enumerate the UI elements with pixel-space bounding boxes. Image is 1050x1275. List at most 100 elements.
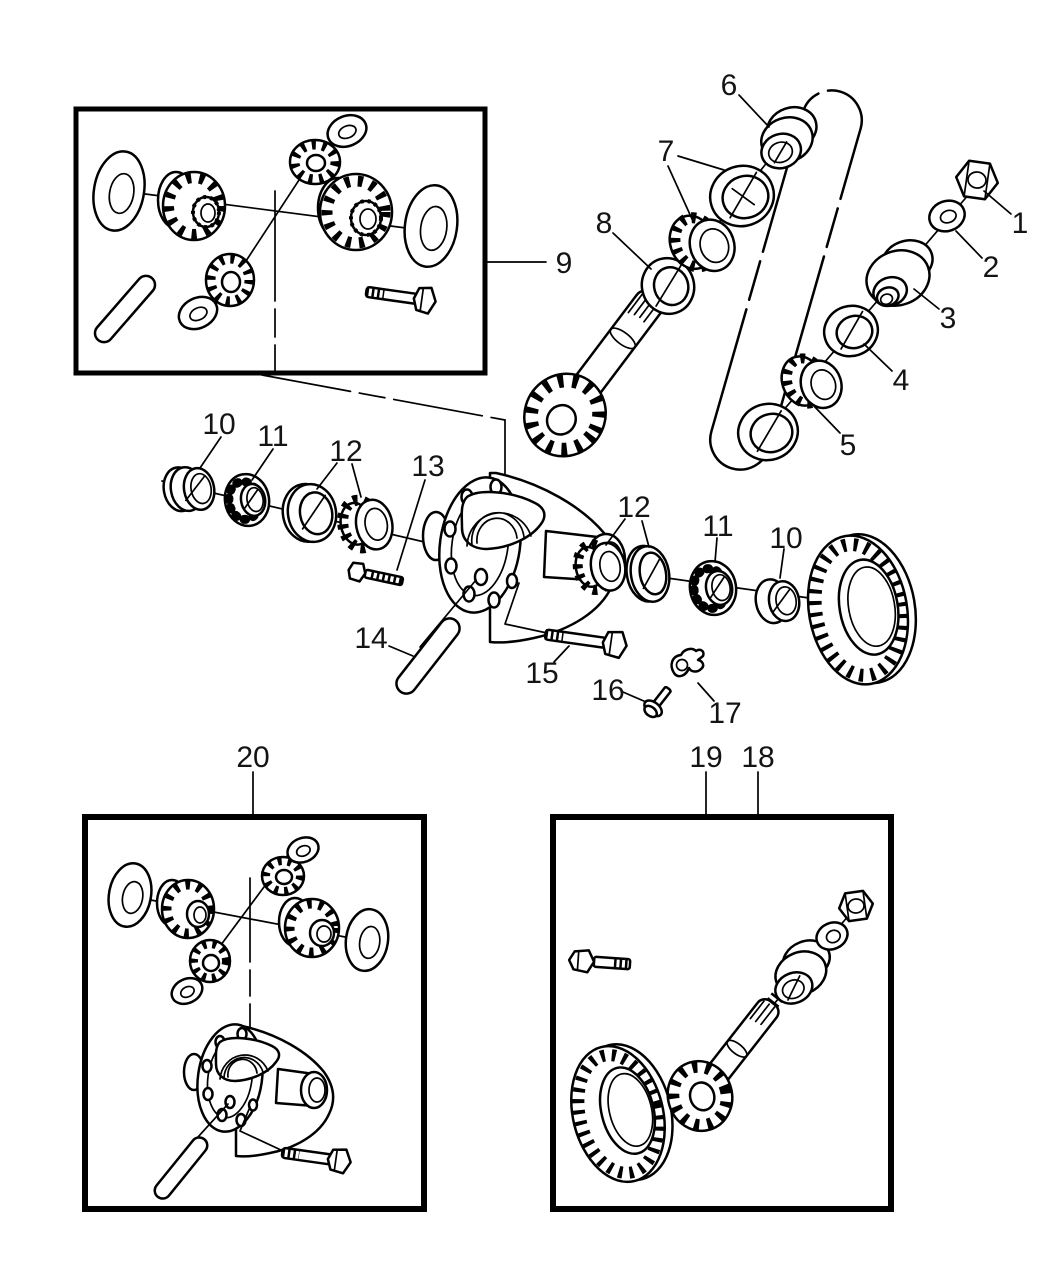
side-bearing-cone-left xyxy=(337,494,394,554)
callout-5: 5 xyxy=(840,429,857,462)
callout-10-right: 10 xyxy=(769,522,802,555)
outer-pinion-bearing-cone xyxy=(780,353,843,410)
side-gear-left xyxy=(155,878,216,940)
washer-bore xyxy=(825,929,842,944)
bolt-head xyxy=(326,1148,352,1175)
bearing-bore xyxy=(711,573,732,602)
collapsible-spacer xyxy=(640,256,696,316)
bolt-leader xyxy=(239,1106,282,1151)
callout-3-leader xyxy=(913,288,940,310)
washer-outline xyxy=(344,907,390,973)
callout-17-leader xyxy=(697,682,715,702)
ring-gear-inner-rim xyxy=(607,1072,654,1147)
side-bearing-left xyxy=(223,472,271,528)
washer-outline xyxy=(815,921,849,951)
washer-bore xyxy=(179,985,195,999)
seal-crosshair xyxy=(773,141,788,164)
bolt-head-facet xyxy=(576,950,580,971)
nut-bore xyxy=(967,171,987,189)
ring-gear-bore xyxy=(837,558,900,656)
flange-bore xyxy=(879,293,894,306)
bearing-bore xyxy=(246,486,265,513)
shaft-collar xyxy=(726,1039,748,1058)
gear-splines xyxy=(349,199,383,237)
bearing-crosshair xyxy=(243,489,259,510)
clip-bolt xyxy=(643,685,673,719)
washer-outline xyxy=(170,976,204,1006)
callout-6: 6 xyxy=(721,69,738,102)
pinion-mate-gear-top xyxy=(288,138,342,186)
cup-bore xyxy=(298,491,334,536)
inner-pinion-bearing-cup xyxy=(708,164,776,228)
callout-11-left-leader xyxy=(251,448,274,481)
callout-14: 14 xyxy=(354,622,387,655)
callout-15-leader xyxy=(553,645,570,663)
pinion-nut xyxy=(954,159,1000,201)
flange-bolt-hole xyxy=(444,557,458,575)
side-gear-washer-right xyxy=(403,183,459,269)
gear-bore xyxy=(220,270,242,294)
drum-crosshair xyxy=(787,975,801,1001)
callout-19: 19 xyxy=(689,741,722,774)
sleeve-bore xyxy=(775,586,798,616)
inset-box-frame xyxy=(550,814,894,1212)
callout-2: 2 xyxy=(983,251,1000,284)
washer-outline xyxy=(177,295,219,331)
side-bearing-cone-right xyxy=(572,539,627,596)
outer-pinion-bearing-cup xyxy=(736,402,800,462)
callout-7-leaders xyxy=(667,155,725,220)
gear-bore xyxy=(274,868,294,886)
callout-16: 16 xyxy=(591,674,624,707)
pin-body xyxy=(153,1136,209,1200)
inset-box-frame xyxy=(82,814,427,1212)
clip-hole xyxy=(675,658,689,672)
gear-teeth xyxy=(190,940,230,982)
ring-crosshair xyxy=(655,263,683,307)
pinion-thrust-washer-top xyxy=(326,113,368,149)
cup-bore xyxy=(721,174,770,220)
oil-slinger xyxy=(822,304,880,358)
callout-8: 8 xyxy=(596,207,613,240)
callout-14-leader xyxy=(388,645,414,657)
side-gear-washer-right xyxy=(344,907,390,973)
callout-11-right-leader xyxy=(714,537,718,563)
callout-12-left: 12 xyxy=(329,435,362,468)
pinion-mate-gear-bottom xyxy=(204,252,256,308)
side-bearing-cup-left xyxy=(281,482,338,544)
seal-bore xyxy=(767,141,794,164)
callout-3: 3 xyxy=(940,302,957,335)
washer-outline xyxy=(326,113,368,149)
callout-2-leader xyxy=(955,230,983,259)
flange-bolt-hole xyxy=(202,1086,214,1102)
gear-teeth xyxy=(206,254,254,306)
ring-and-pinion-box xyxy=(550,814,894,1212)
side-bearing-cup-right xyxy=(625,544,671,604)
hub-face xyxy=(299,1070,329,1110)
bolt-head-facet xyxy=(333,1149,339,1171)
callout-8-leader xyxy=(612,232,652,270)
pinion-mate-shaft-small xyxy=(153,1136,209,1200)
gear-bore xyxy=(200,203,216,223)
pinion-thrust-washer-top xyxy=(286,836,320,864)
case-face-hole xyxy=(473,567,489,587)
gear-bore xyxy=(545,403,578,436)
differential-internals-kit-box xyxy=(73,106,488,376)
callout-12-right: 12 xyxy=(617,491,650,524)
callout-15: 15 xyxy=(525,657,558,690)
pinion-assembly xyxy=(523,89,1000,471)
pin-body xyxy=(93,274,157,344)
case-bolt xyxy=(364,286,437,315)
pinion-nut xyxy=(837,889,875,923)
callout-11-left: 11 xyxy=(257,420,288,453)
callout-1: 1 xyxy=(1012,207,1029,240)
shaft-splines xyxy=(749,1000,776,1026)
cup-crosshair xyxy=(729,171,758,219)
gear-teeth xyxy=(290,140,340,184)
bolt-head xyxy=(643,704,659,719)
adjuster-bolt xyxy=(347,561,405,587)
gear-teeth xyxy=(321,175,391,249)
pinion-flange-drum xyxy=(774,939,831,1005)
flange-hub-step xyxy=(875,286,900,308)
gear-teeth xyxy=(262,857,304,895)
gear-bore xyxy=(201,953,221,973)
